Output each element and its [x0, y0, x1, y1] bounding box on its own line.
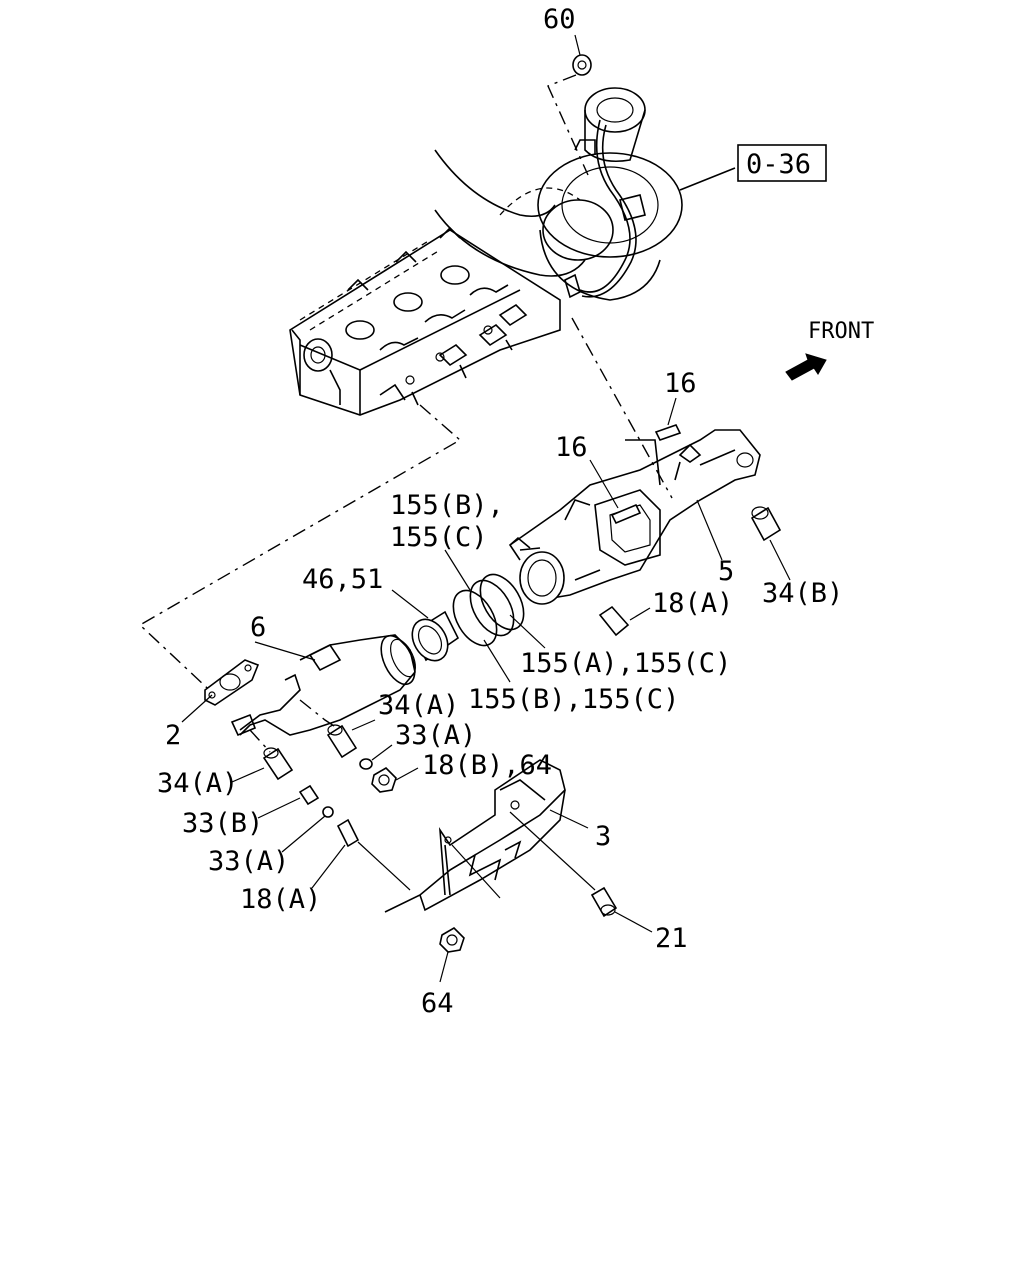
part-34a-mid-drawing: [326, 719, 376, 759]
label-ref-0-36: 0-36: [746, 149, 811, 180]
part-33b-drawing: [257, 784, 320, 819]
part-33a-left-drawing: [281, 806, 334, 853]
label-part-2: 2: [165, 720, 181, 751]
label-part-155bc-top-line1: 155(B),: [390, 490, 504, 521]
label-part-155ac: 155(A),155(C): [520, 648, 731, 679]
label-part-16-upper: 16: [664, 368, 697, 399]
label-part-33b: 33(B): [182, 808, 263, 839]
label-part-18b-64: 18(B),64: [422, 750, 552, 781]
reference-box: [737, 144, 827, 182]
label-part-155bc-top-line2: 155(C): [390, 522, 488, 553]
part-60-drawing: [547, 34, 592, 176]
label-part-18a-left: 18(A): [240, 884, 321, 915]
part-3-bracket-drawing: [384, 759, 596, 913]
front-arrow-icon: [785, 353, 827, 381]
label-part-34a-left: 34(A): [157, 768, 238, 799]
label-front: FRONT: [808, 319, 874, 344]
label-part-21: 21: [655, 923, 688, 954]
part-18a-left-drawing: [311, 818, 411, 891]
part-16-lower-drawing: [589, 459, 642, 525]
label-part-3: 3: [595, 821, 611, 852]
part-6-drawing: [230, 634, 416, 737]
label-part-6: 6: [250, 612, 266, 643]
part-34b-drawing: [750, 506, 791, 581]
part-33a-mid-drawing: [359, 744, 393, 770]
part-64-nut-drawing: [439, 926, 465, 983]
label-part-33a-mid: 33(A): [395, 720, 476, 751]
part-46-51-drawing: [391, 589, 460, 662]
seal-rings-155-drawing: [444, 549, 546, 683]
label-part-155bc-bottom: 155(B),155(C): [468, 684, 679, 715]
label-part-16-lower: 16: [555, 432, 588, 463]
label-part-18a-right: 18(A): [652, 588, 733, 619]
part-18a-right-drawing: [598, 605, 651, 637]
label-part-60: 60: [543, 4, 576, 35]
label-part-34a-mid: 34(A): [378, 690, 459, 721]
label-part-46-51: 46,51: [302, 564, 383, 595]
label-part-64: 64: [421, 988, 454, 1019]
part-21-bolt-drawing: [590, 886, 653, 933]
part-34a-left-drawing: [231, 729, 294, 783]
part-5-drawing: [508, 429, 761, 605]
part-2-gasket-drawing: [181, 659, 260, 723]
part-18b-64-drawing: [371, 766, 419, 793]
label-part-5: 5: [718, 556, 734, 587]
part-16-upper-drawing: [654, 397, 682, 441]
label-part-33a-left: 33(A): [208, 846, 289, 877]
label-part-34b: 34(B): [762, 578, 843, 609]
turbocharger-drawing: [434, 87, 736, 301]
cylinder-head-drawing: [289, 226, 561, 416]
